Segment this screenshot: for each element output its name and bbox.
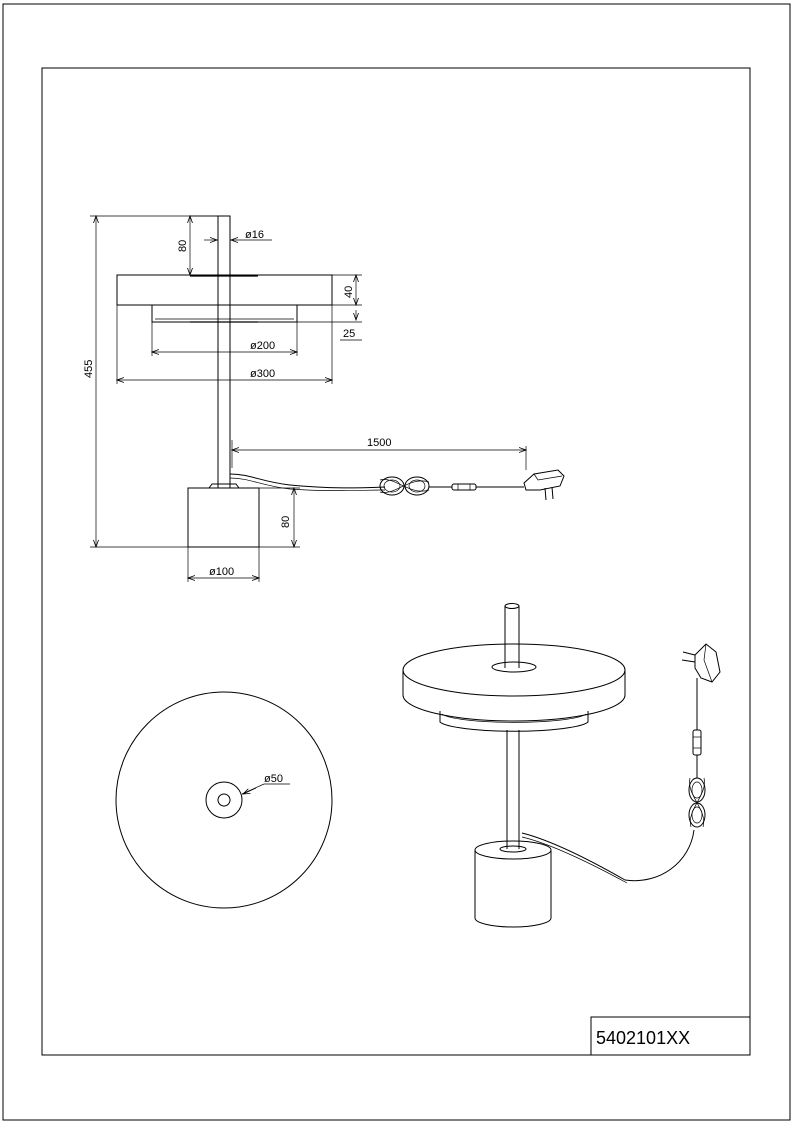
lamp-diffuser — [151, 304, 298, 323]
lamp-base — [187, 487, 260, 548]
center-hole — [205, 781, 243, 819]
outer-border — [2, 3, 791, 1121]
iso-cable-coil — [688, 777, 706, 828]
iso-base — [474, 850, 552, 928]
dim-rod-diameter: ø16 — [245, 229, 264, 241]
part-number: 5402101XX — [596, 1028, 690, 1048]
top-view: ø50 — [115, 691, 333, 909]
dim-shade-diameter: ø300 — [250, 368, 275, 380]
dim-base-height: 80 — [280, 516, 292, 528]
power-cable — [229, 473, 386, 489]
iso-power-cable — [521, 829, 695, 882]
cable-coil — [379, 476, 430, 496]
dim-hole-diameter: ø50 — [264, 773, 283, 785]
side-elevation-view: 80 ø16 40 25 ø200 ø300 455 150 — [83, 216, 565, 582]
dim-cable-length: 1500 — [367, 437, 391, 449]
iso-diffuser — [439, 711, 589, 732]
isometric-view — [402, 603, 721, 928]
iso-inline-switch — [692, 729, 702, 756]
inline-switch — [451, 483, 477, 491]
dim-top-rod-height: 80 — [177, 240, 189, 252]
inner-border — [41, 67, 751, 1056]
dim-diffuser-diameter: ø200 — [250, 340, 275, 352]
title-block: 5402101XX — [590, 1016, 751, 1056]
power-adapter — [523, 469, 565, 501]
shade-outline — [115, 691, 333, 909]
dim-base-diameter: ø100 — [209, 566, 234, 578]
lamp-shade — [116, 274, 333, 306]
dim-diffuser-thickness: 25 — [343, 328, 355, 340]
iso-shade — [402, 670, 626, 722]
iso-power-adapter — [681, 643, 721, 683]
dim-shade-thickness: 40 — [343, 286, 355, 298]
dim-total-height: 455 — [83, 360, 95, 378]
